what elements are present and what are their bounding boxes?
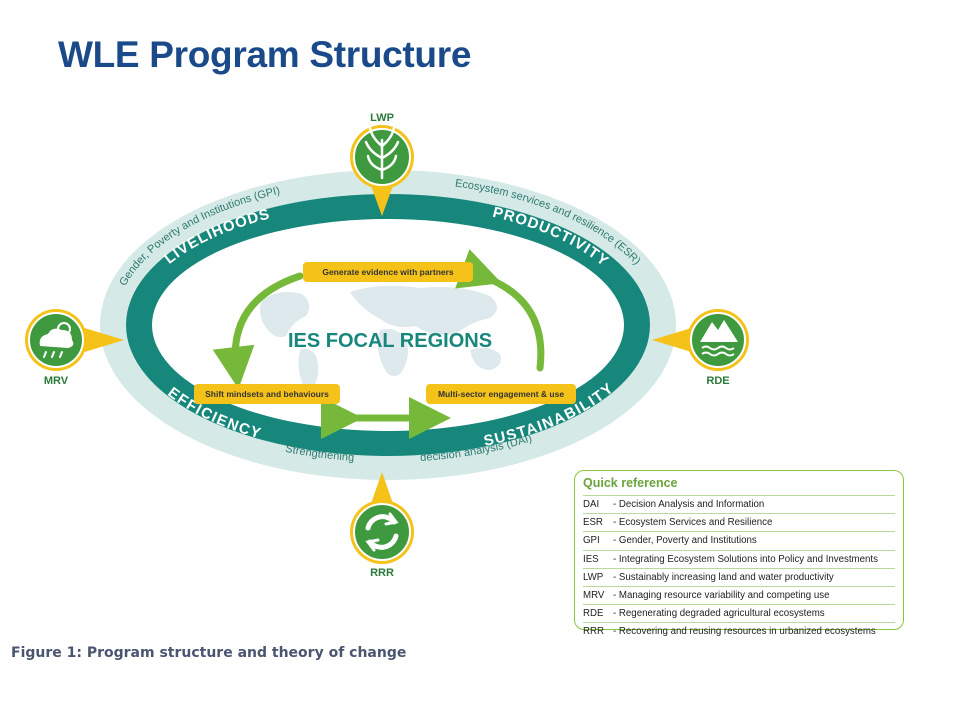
center-label: IES FOCAL REGIONS xyxy=(288,330,492,352)
pin-lwp-label: LWP xyxy=(370,112,394,124)
quick-ref-row: ESR- Ecosystem Services and Resilience xyxy=(583,513,895,531)
plant-icon xyxy=(364,126,400,180)
weather-cloud-icon xyxy=(39,322,74,358)
cycle-box-top xyxy=(303,262,473,282)
cycle-box-left xyxy=(194,384,340,404)
mountain-water-icon xyxy=(700,320,738,357)
pin-rrr-label: RRR xyxy=(370,567,394,579)
quick-ref-row: IES- Integrating Ecosystem Solutions int… xyxy=(583,549,895,568)
quick-ref-row: LWP- Sustainably increasing land and wat… xyxy=(583,567,895,586)
cycle-box-right xyxy=(426,384,576,404)
cycle-box-right-label: Multi-sector engagement & use xyxy=(438,389,564,399)
recycle-arrows-icon xyxy=(365,512,399,552)
pin-rrr: RRR xyxy=(350,472,414,579)
pin-rde-label: RDE xyxy=(706,375,729,387)
figure-caption: Figure 1: Program structure and theory o… xyxy=(11,645,407,661)
cycle-box-top-label: Generate evidence with partners xyxy=(322,267,454,277)
quick-ref-row: RRR- Recovering and reusing resources in… xyxy=(583,622,895,640)
world-map xyxy=(260,285,501,391)
page-title: WLE Program Structure xyxy=(58,34,472,75)
quick-ref-row: RDE- Regenerating degraded agricultural … xyxy=(583,604,895,622)
pin-mrv-label: MRV xyxy=(44,375,69,387)
quick-reference-title: Quick reference xyxy=(583,476,678,490)
program-structure-diagram: LIVELIHOODS PRODUCTIVITY EFFICIENCY SUST… xyxy=(25,112,749,579)
cycle-box-left-label: Shift mindsets and behaviours xyxy=(205,389,329,399)
cycle-arrows xyxy=(212,249,545,439)
quick-reference-box: Quick reference DAI- Decision Analysis a… xyxy=(574,470,904,637)
pin-mrv: MRV xyxy=(25,309,124,387)
pin-rde: RDE xyxy=(652,309,749,387)
quick-ref-row: MRV- Managing resource variability and c… xyxy=(583,586,895,604)
pin-lwp: LWP xyxy=(350,112,414,216)
quick-ref-row: GPI- Gender, Poverty and Institutions xyxy=(583,531,895,549)
quick-ref-row: DAI- Decision Analysis and Information xyxy=(583,495,895,513)
